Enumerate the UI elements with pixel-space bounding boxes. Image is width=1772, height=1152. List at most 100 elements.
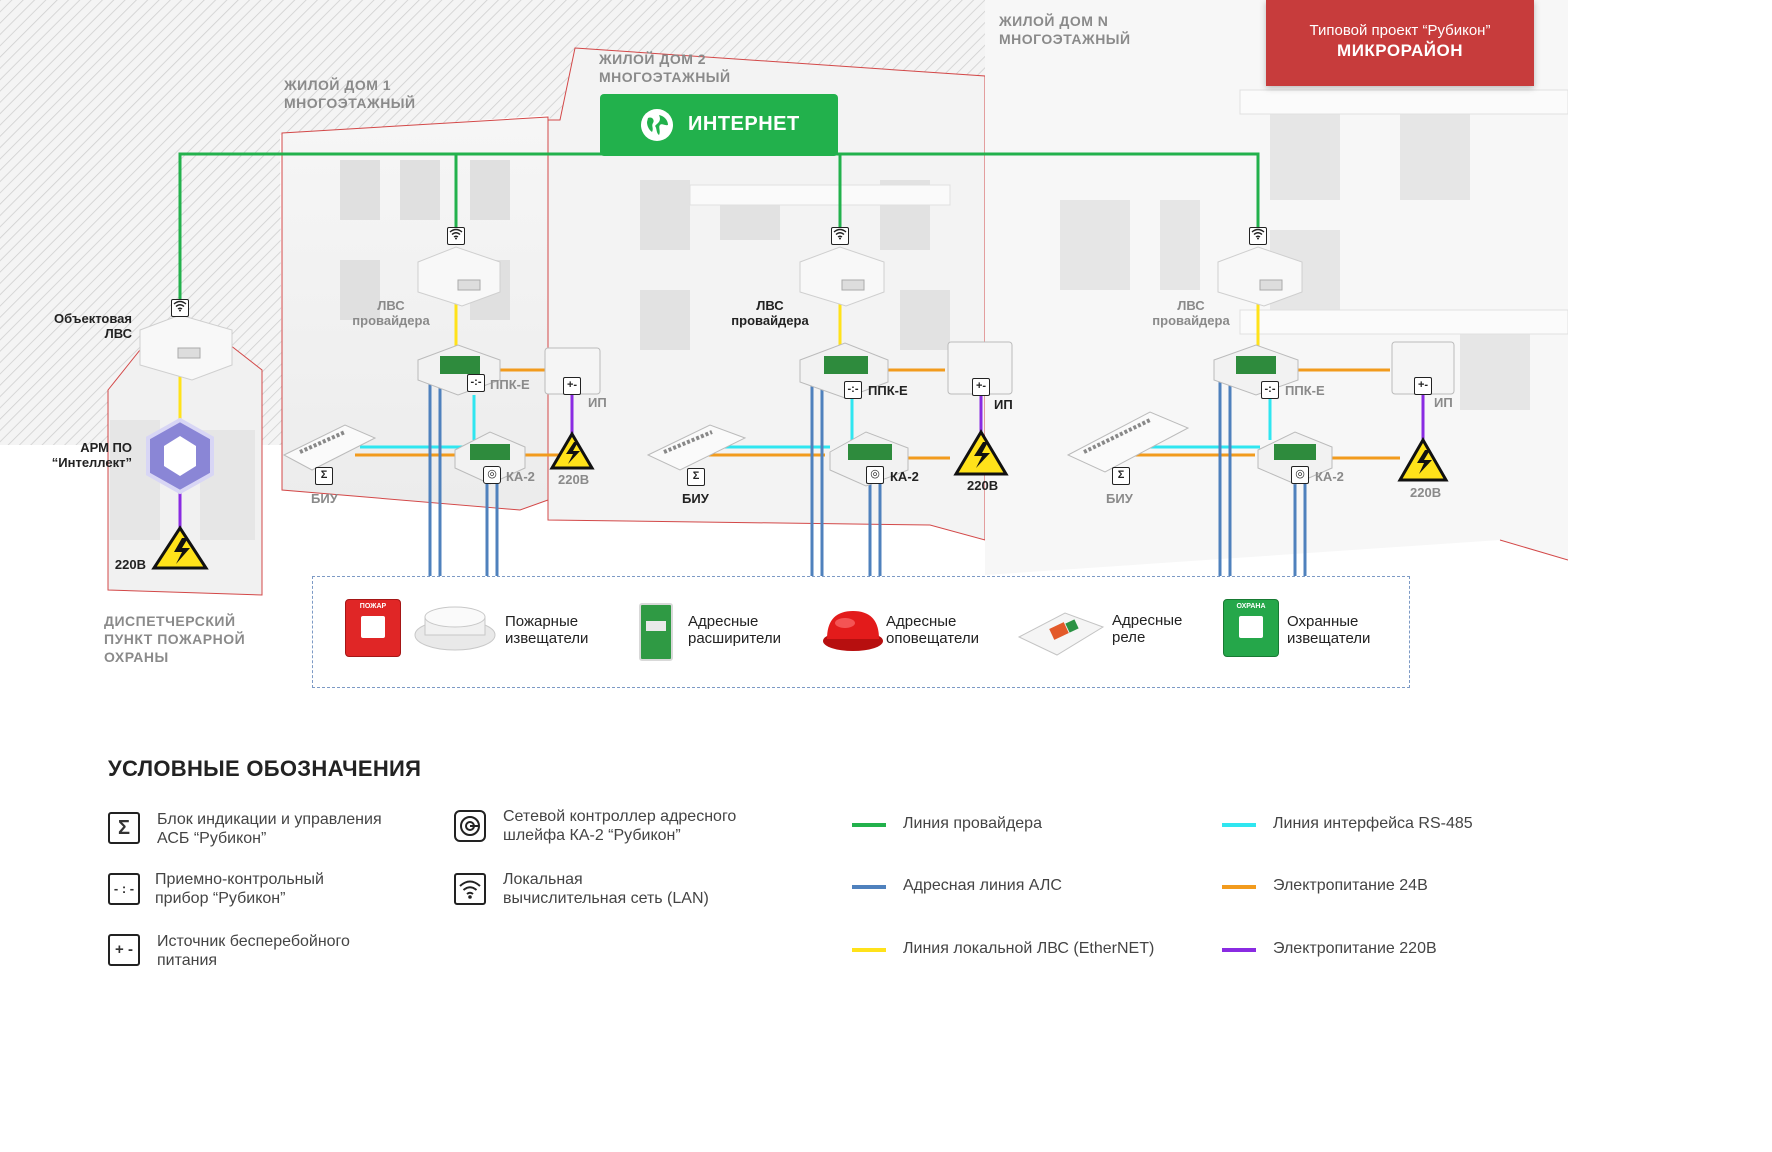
legend-lan: Локальная вычислительная сеть (LAN) [503,870,709,908]
device-fire-line1: Пожарные [505,613,579,630]
ka2-board-3 [1257,431,1333,485]
plus-minus-icon: +- [972,378,990,396]
arm-line1: АРМ ПО [80,440,132,455]
legend-ups: Источник бесперебойного питания [157,932,350,970]
legend-ups-line2: питания [157,952,218,969]
provider-lan-router-2 [799,246,885,307]
provider-lan-router-1 [417,246,501,307]
provider-lan-2-line2: провайдера [731,313,809,328]
building-1-line1: ЖИЛОЙ ДОМ 1 [284,77,392,93]
ka2-board-2 [829,431,909,487]
provider-lan-3-line1: ЛВС [1177,298,1205,313]
sigma-icon: Σ [315,467,333,485]
ppk-label-2: ППК-Е [868,383,908,398]
power-label-3: 220В [1410,485,1442,500]
device-sounders-line1: Адресные [886,613,957,630]
building-1-shape [281,116,549,511]
object-lan-label: Объектовая ЛВС [30,311,132,341]
legend-ka2-line2: шлейфа КА-2 “Рубикон” [503,827,681,844]
provider-lan-1-line2: провайдера [352,313,430,328]
device-label-expanders: Адресные расширители [688,613,781,647]
object-lan-line1: Объектовая [54,311,132,326]
internet-label: ИНТЕРНЕТ [688,113,800,135]
device-sounders-line2: оповещатели [886,630,979,647]
ppk-icon: -:- [1261,381,1279,399]
legend-lan-line1: Локальная [503,871,583,888]
project-title-line1: Типовой проект “Рубикон” [1309,22,1491,39]
plus-minus-icon: +- [563,377,581,395]
building-n-line2: МНОГОЭТАЖНЫЙ [999,31,1131,47]
ka2-label-2: КА-2 [890,469,919,484]
legend-lan-line2: вычислительная сеть (LAN) [503,890,709,907]
ka2-board-1 [454,431,526,485]
biu-label-3: БИУ [1106,491,1133,506]
loop-controller-icon: ◎ [866,466,884,484]
dispatch-power-label: 220В [114,557,146,572]
device-fire-line2: извещатели [505,630,589,647]
legend-line-provider: Линия провайдера [903,815,1042,832]
ka2-label-1: КА-2 [506,469,535,484]
globe-icon [641,109,673,141]
high-voltage-icon [549,431,595,470]
dispatch-caption-line1: ДИСПЕТЧЕРСКИЙ [104,613,236,629]
high-voltage-icon [1397,436,1449,482]
ppk-icon: -:- [844,381,862,399]
legend-line-swatch-rs485 [1222,823,1256,827]
legend-ups-line1: Источник бесперебойного [157,933,350,950]
als-lines [428,380,1307,577]
ppk-label-3: ППК-Е [1285,383,1325,398]
legend-ka2-line1: Сетевой контроллер адресного [503,808,737,825]
legend-line-als: Адресная линия АЛС [903,877,1062,894]
provider-lan-label-1: ЛВС провайдера [346,298,436,328]
provider-lan-1-line1: ЛВС [377,298,405,313]
legend-ka2: Сетевой контроллер адресного шлейфа КА-2… [503,807,736,845]
dispatch-caption-line3: ОХРАНЫ [104,649,169,665]
provider-lan-label-3: ЛВС провайдера [1146,298,1236,328]
building-2-line1: ЖИЛОЙ ДОМ 2 [599,51,707,67]
device-expanders-line2: расширители [688,630,781,647]
legend-line-ethernet: Линия локальной ЛВС (EtherNET) [903,940,1155,957]
smoke-detector-image [414,606,496,651]
provider-lan-router-3 [1217,246,1303,307]
ppk-icon: - : - [108,873,140,905]
ip-label-2: ИП [994,397,1013,412]
ip-label-1: ИП [588,395,607,410]
sigma-icon: Σ [687,468,705,486]
device-label-sounders: Адресные оповещатели [886,613,979,647]
plus-minus-icon: +- [1414,377,1432,395]
diagram-scene [0,0,1568,596]
legend-biu: Блок индикации и управления АСБ “Рубикон… [157,810,382,848]
fire-badge-label: ПОЖАР [359,603,387,610]
wifi-icon [454,873,486,905]
address-relay-image [1017,612,1105,656]
high-voltage-icon [953,429,1009,476]
ppk-e-board-2 [799,342,889,399]
legend-title: УСЛОВНЫЕ ОБОЗНАЧЕНИЯ [108,756,422,781]
loop-controller-icon: ◎ [483,466,501,484]
legend-line-swatch-als [852,885,886,889]
legend-line-swatch-ethernet [852,948,886,952]
ka2-label-3: КА-2 [1315,469,1344,484]
provider-lan-label-2: ЛВС провайдера [724,298,816,328]
device-relays-line2: реле [1112,629,1146,646]
biu-panel-2 [646,424,747,471]
high-voltage-icon [151,525,209,570]
dispatch-caption-line2: ПУНКТ ПОЖАРНОЙ [104,631,246,647]
legend-biu-line1: Блок индикации и управления [157,811,382,828]
building-1-line2: МНОГОЭТАЖНЫЙ [284,95,416,111]
legend-line-swatch-24v [1222,885,1256,889]
legend-line-swatch-provider [852,823,886,827]
address-expander-image [639,603,673,661]
wifi-icon [1249,227,1267,245]
sigma-icon: Σ [108,812,140,844]
device-expanders-line1: Адресные [688,613,759,630]
ip-label-3: ИП [1434,395,1453,410]
building-1-label: ЖИЛОЙ ДОМ 1 МНОГОЭТАЖНЫЙ [284,76,416,112]
project-title-line2: МИКРОРАЙОН [1337,41,1463,60]
internet-block: ИНТЕРНЕТ [600,94,838,156]
biu-label-2: БИУ [682,491,709,506]
fire-call-point-image: ПОЖАР [345,599,401,657]
building-2-label: ЖИЛОЙ ДОМ 2 МНОГОЭТАЖНЫЙ [599,50,731,86]
biu-label-1: БИУ [311,491,338,506]
loop-controller-icon: ◎ [1291,466,1309,484]
